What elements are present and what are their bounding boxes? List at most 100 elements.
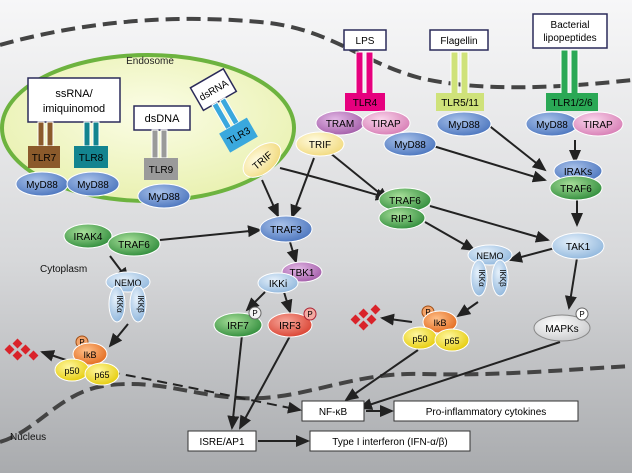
myd88-tlr126-label: MyD88 <box>536 120 568 131</box>
tlr8-body <box>74 146 108 168</box>
irf7-node <box>213 312 263 338</box>
tlr3-chain-b <box>219 97 240 126</box>
myd88-tlr8-node <box>66 171 120 197</box>
arrow-traf6-left-to-traf3 <box>159 225 262 241</box>
irf3-phospho-label: P <box>307 310 312 319</box>
ikb-left-node <box>72 342 108 366</box>
tlr7-chain-b <box>46 121 54 147</box>
arrow-traf3-to-tbk1 <box>286 241 299 264</box>
mapks-phospho-label: P <box>579 310 584 319</box>
tlr7-body <box>28 146 60 168</box>
myd88-tlr8-label: MyD88 <box>77 180 109 191</box>
tlr5-chain-b <box>460 51 469 95</box>
arrow-nemo-right-to-ikb <box>456 301 479 318</box>
nemo-right-label: NEMO <box>477 251 504 261</box>
tlr4-body <box>345 93 385 111</box>
tlr126-body <box>546 93 598 111</box>
ikka-left-label: IKKα <box>115 295 124 313</box>
tlr9-body <box>144 158 178 180</box>
flagellin-box <box>429 29 489 51</box>
tlr126-label: TLR1/2/6 <box>551 98 593 109</box>
tlr3-group: dsRNA TLR3 <box>189 67 258 153</box>
arrow-myd88-tlr4-to-iraks <box>419 141 547 183</box>
myd88-tlr5-label: MyD88 <box>448 120 480 131</box>
arrow-tak1-to-mapks <box>564 257 578 310</box>
ikb-left-phospho-label: P <box>79 338 84 347</box>
tlr126-chain-b <box>570 49 579 95</box>
arrow-rip1-to-nemo <box>424 221 476 251</box>
nucleus-label: Nucleus <box>10 432 46 443</box>
irf3-node <box>267 312 313 338</box>
ikb-right-label: IkB <box>433 318 446 328</box>
rip1-node <box>378 206 426 230</box>
trif-tlr4-label: TRIF <box>309 140 331 151</box>
tak1-node <box>551 232 605 260</box>
nfkb-box <box>301 400 365 422</box>
irf7-phospho <box>248 306 262 320</box>
trif-tlr3-group: TRIF <box>242 142 282 178</box>
diamond <box>358 320 369 331</box>
rip1-label: RIP1 <box>391 214 414 225</box>
tram-label: TRAM <box>326 119 354 130</box>
tlr5-chain-a <box>450 51 459 95</box>
arrow-tak1-to-nemo <box>508 247 556 263</box>
type1-ifn-box <box>309 430 471 452</box>
isre-box <box>187 430 257 452</box>
ikkb-right-node <box>491 259 509 297</box>
ikb-right-phospho-label: P <box>425 308 430 317</box>
nemo-left-label: NEMO <box>115 278 142 288</box>
pro-inflammatory-label: Pro-inflammatory cytokines <box>426 407 547 418</box>
tak1-label: TAK1 <box>566 242 591 253</box>
tlr8-chain-b <box>92 121 100 147</box>
dsdna-box <box>133 105 191 131</box>
tlr7-chain-a <box>37 121 45 147</box>
p65-right-node <box>434 328 470 352</box>
tlr4-chain-b <box>365 51 374 95</box>
tlr9-label: TLR9 <box>149 165 174 176</box>
trif-tlr4-node <box>295 131 345 157</box>
arrow-ikb-right-to-degradation <box>380 313 413 326</box>
lipopeptides-box <box>532 13 608 49</box>
dsdna-label: dsDNA <box>145 113 181 125</box>
lps-label: LPS <box>356 36 375 47</box>
mapks-phospho <box>575 307 589 321</box>
tirap-tlr4-node <box>361 110 411 136</box>
mapks-node <box>533 314 591 342</box>
tirap-tlr126-label: TIRAP <box>583 120 613 131</box>
arrow-tlr3-trif-to-traf6 <box>279 167 390 201</box>
tlr5-label: TLR5/11 <box>441 98 479 109</box>
irf3-phospho <box>303 307 317 321</box>
irf7-phospho-label: P <box>252 309 257 318</box>
degradation-diamonds-right <box>350 304 381 331</box>
arrow-ikki-to-irf7 <box>245 291 266 312</box>
mapks-label: MAPKs <box>545 324 578 335</box>
ikka-left-node <box>108 285 126 323</box>
traf6-left-node <box>107 231 161 257</box>
myd88-tlr5-node <box>436 111 492 137</box>
diamond <box>358 308 369 319</box>
arrow-myd88-tlr5-to-iraks <box>481 119 547 172</box>
arrow-ikki-to-irf3 <box>280 291 293 314</box>
traf6-left-label: TRAF6 <box>118 240 150 251</box>
ikki-node <box>257 272 299 294</box>
arrow-traf6-to-tak1-mid <box>429 205 550 243</box>
diamond <box>350 314 361 325</box>
cytoplasm-label: Cytoplasm <box>40 264 87 275</box>
lps-box <box>343 29 387 51</box>
ikka-right-label: IKKα <box>477 269 486 287</box>
traf3-label: TRAF3 <box>270 225 302 236</box>
tlr126-chain-a <box>560 49 569 95</box>
lipopeptides-label-line2: lipopeptides <box>543 33 596 44</box>
irf3-label: IRF3 <box>279 321 301 332</box>
ikkb-left-label: IKKβ <box>136 295 145 313</box>
tlr3-body <box>219 117 258 153</box>
irf7-label: IRF7 <box>227 321 249 332</box>
ikkb-right-label: IKKβ <box>498 269 507 287</box>
ssrna-box <box>27 77 121 123</box>
tlr4-chain-a <box>355 51 364 95</box>
myd88-tlr4-label: MyD88 <box>394 140 426 151</box>
p50-right-label: p50 <box>412 334 427 344</box>
arrow-trif-to-traf3 <box>290 157 315 219</box>
